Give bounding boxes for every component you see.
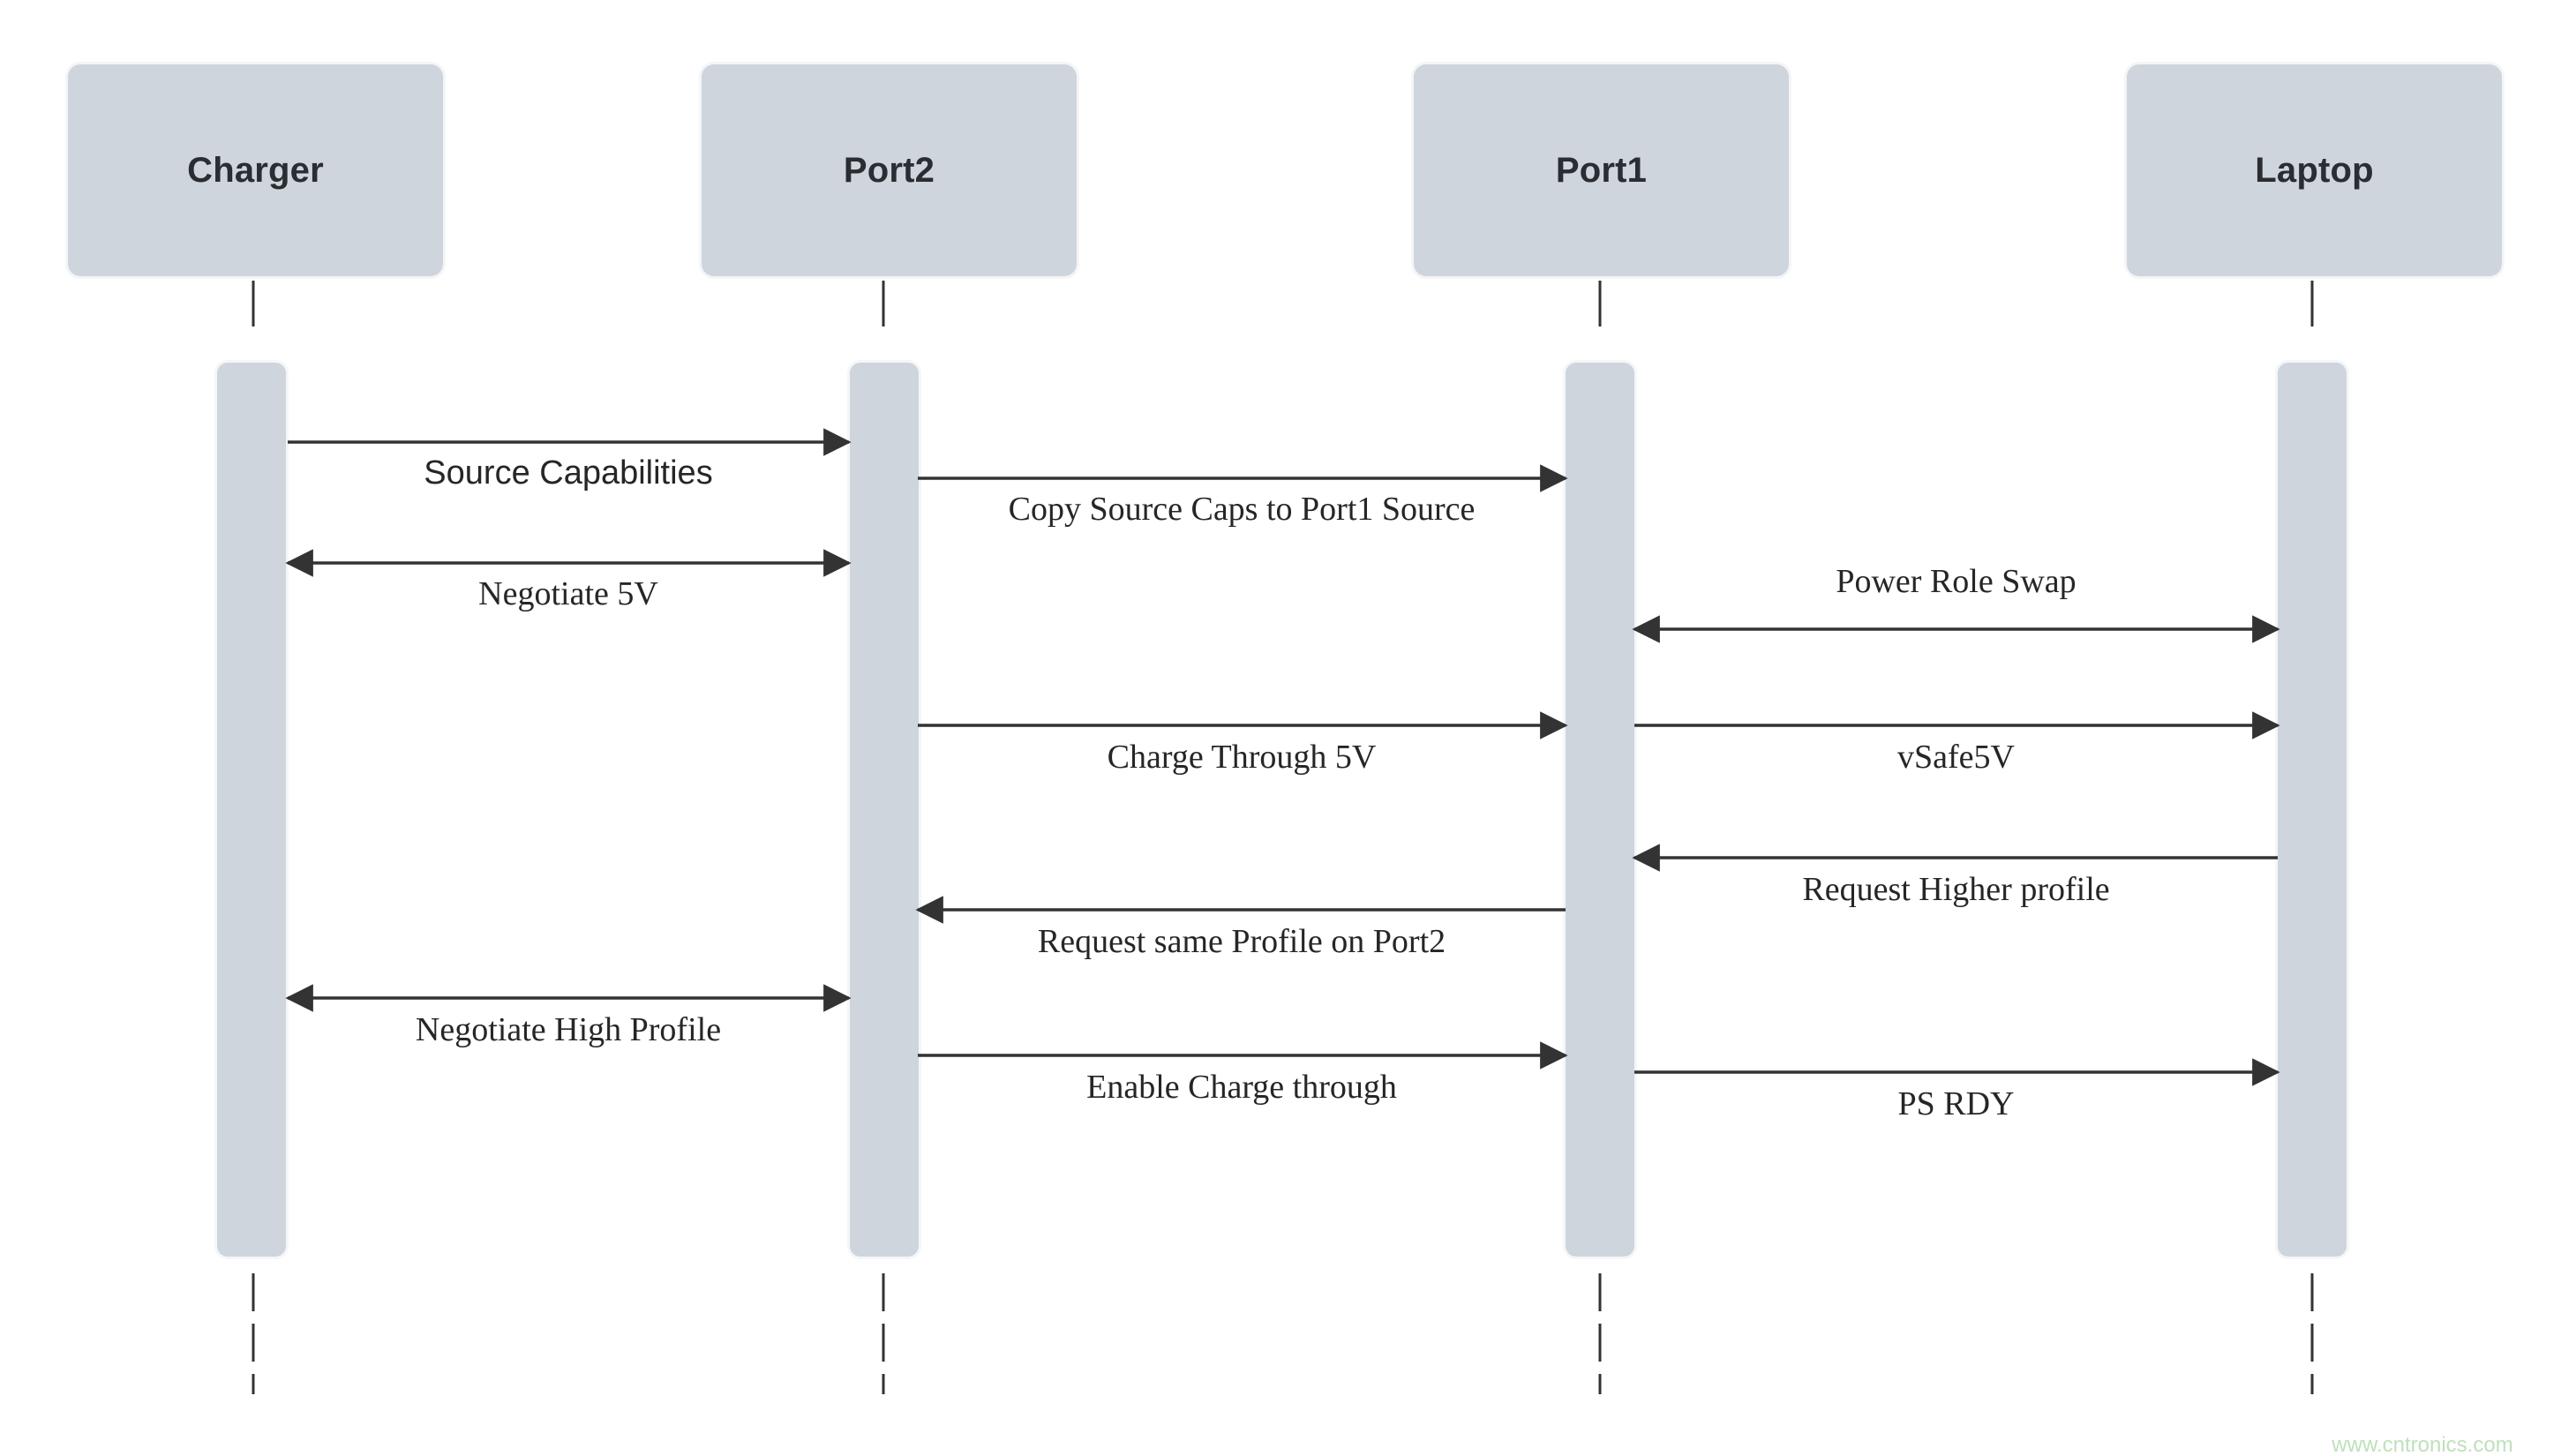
message-label-request-same-profile: Request same Profile on Port2: [1037, 923, 1446, 960]
message-label-negotiate-5v: Negotiate 5V: [478, 575, 658, 612]
activation-bar-laptop: [2278, 363, 2347, 1257]
message-label-request-higher-profile: Request Higher profile: [1802, 871, 2110, 908]
message-label-source-capabilities: Source Capabilities: [424, 454, 713, 492]
message-label-negotiate-high-profile: Negotiate High Profile: [415, 1011, 722, 1048]
actor-label-charger: Charger: [187, 150, 324, 190]
message-label-copy-source-caps: Copy Source Caps to Port1 Source: [1008, 491, 1476, 528]
actor-label-port1: Port1: [1555, 150, 1648, 190]
message-label-vsafe5v: vSafe5V: [1897, 739, 2015, 776]
message-label-ps-rdy: PS RDY: [1897, 1085, 2015, 1122]
activation-bar-charger: [217, 363, 286, 1257]
actor-label-port2: Port2: [843, 150, 935, 190]
activation-bar-port1: [1566, 363, 1634, 1257]
actor-box-port1[interactable]: Port1: [1414, 64, 1789, 276]
activation-bar-port2: [850, 363, 919, 1257]
actor-box-charger[interactable]: Charger: [68, 64, 443, 276]
actor-label-laptop: Laptop: [2255, 150, 2374, 190]
message-label-charge-through-5v: Charge Through 5V: [1107, 739, 1377, 776]
lifelines: [252, 281, 2314, 1394]
actor-box-laptop[interactable]: Laptop: [2127, 64, 2502, 276]
watermark: www.cntronics.com: [2332, 1433, 2513, 1456]
actor-box-port2[interactable]: Port2: [702, 64, 1077, 276]
arrows: [285, 428, 2280, 1086]
message-label-enable-charge-through: Enable Charge through: [1086, 1069, 1397, 1106]
message-label-power-role-swap: Power Role Swap: [1836, 563, 2077, 600]
